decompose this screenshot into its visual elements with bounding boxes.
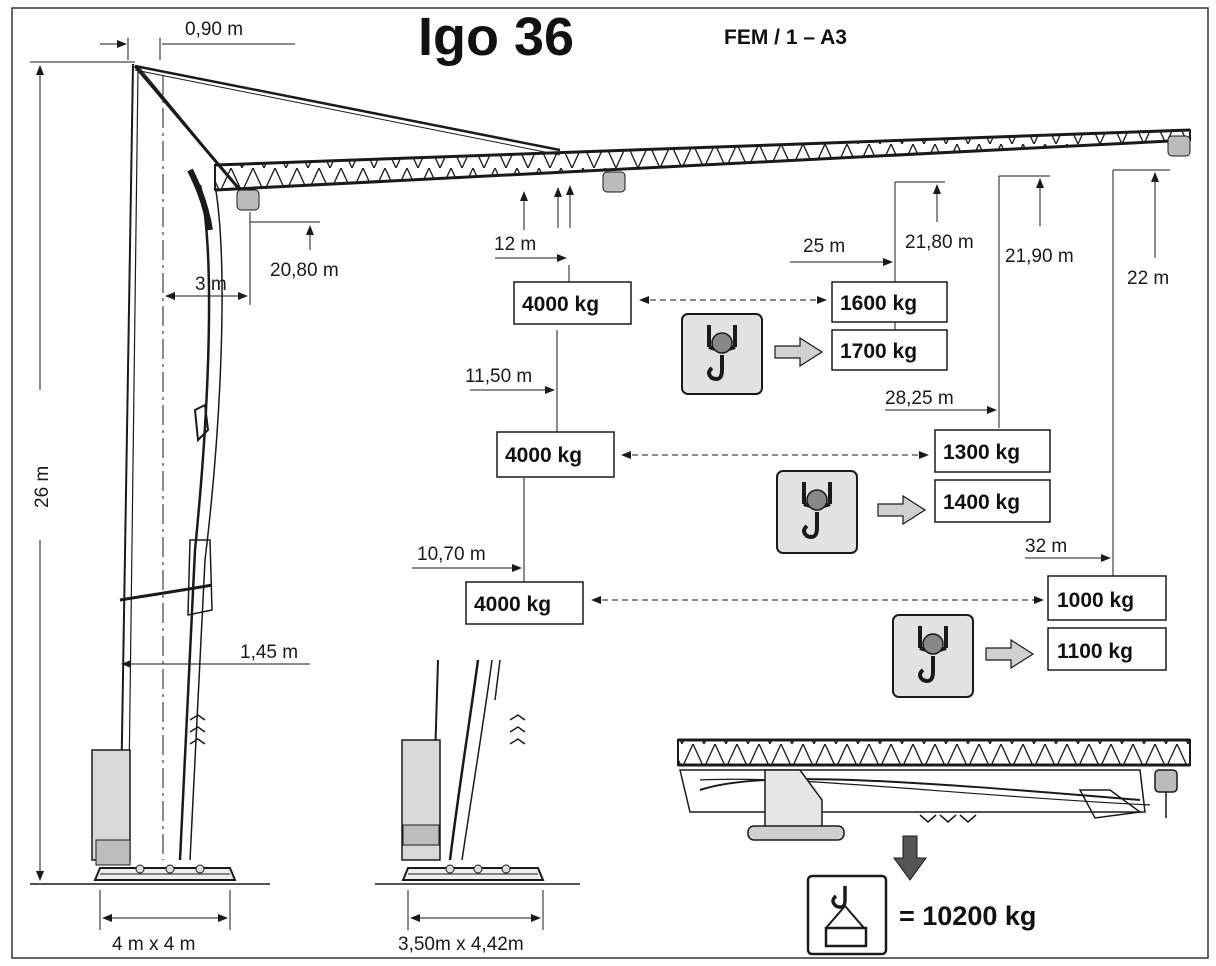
title: Igo 36 bbox=[418, 7, 574, 67]
tip-height-2: 21,90 m bbox=[1005, 246, 1074, 267]
tip-load-2: 1300 kg bbox=[943, 441, 1020, 464]
main-crane bbox=[91, 63, 1191, 881]
min-radius-label: 3 m bbox=[195, 274, 227, 295]
tip-load-3: 1000 kg bbox=[1057, 589, 1134, 612]
hook-icon bbox=[776, 470, 858, 554]
dim-tower-offset bbox=[100, 38, 295, 60]
dim-base-small bbox=[407, 890, 544, 930]
hook-icon bbox=[892, 614, 974, 698]
load-box-near-3 bbox=[465, 581, 584, 625]
down-arrow-icon bbox=[893, 835, 927, 881]
mast-offset-label: 1,45 m bbox=[240, 642, 298, 663]
dim-height bbox=[30, 61, 135, 881]
dim-base-large bbox=[99, 890, 231, 930]
load-box-tip-2 bbox=[934, 429, 1051, 473]
base-small-label: 3,50m x 4,42m bbox=[398, 934, 524, 955]
tip-load-special-1: 1700 kg bbox=[840, 340, 917, 363]
dim-min-radius bbox=[165, 212, 251, 305]
frame bbox=[11, 7, 1209, 959]
base-large-label: 4 m x 4 m bbox=[112, 934, 195, 955]
total-weight-icon bbox=[806, 874, 888, 956]
alt-base-crane bbox=[401, 659, 545, 881]
load-box-tip-1 bbox=[831, 281, 948, 323]
tip-load-special-3: 1100 kg bbox=[1057, 640, 1133, 663]
standard-label: FEM / 1 – A3 bbox=[724, 26, 847, 49]
tip-height-3: 22 m bbox=[1127, 268, 1169, 289]
tip-radius-1: 25 m bbox=[803, 236, 845, 257]
load-near-2: 4000 kg bbox=[505, 444, 582, 467]
load-box-near-2 bbox=[496, 431, 615, 478]
tip-load-1: 1600 kg bbox=[840, 292, 917, 315]
radius-2: 11,50 m bbox=[465, 366, 532, 387]
load-near-3: 4000 kg bbox=[474, 593, 551, 616]
arrow-icon bbox=[985, 638, 1035, 670]
tip-height-1: 21,80 m bbox=[905, 232, 974, 253]
tip-radius-2: 28,25 m bbox=[885, 388, 954, 409]
load-near-1: 4000 kg bbox=[522, 293, 599, 316]
load-chart-lines bbox=[412, 169, 1170, 604]
load-box-tip-special-3 bbox=[1047, 627, 1167, 671]
height-label: 26 m bbox=[32, 466, 53, 508]
tip-load-special-2: 1400 kg bbox=[943, 491, 1020, 514]
tip-radius-3: 32 m bbox=[1025, 536, 1067, 557]
radius-3: 10,70 m bbox=[417, 544, 486, 565]
arrow-icon bbox=[774, 336, 824, 368]
load-box-near-1 bbox=[513, 281, 632, 325]
load-box-tip-special-2 bbox=[934, 479, 1051, 523]
load-box-tip-3 bbox=[1047, 575, 1167, 621]
load-box-tip-special-1 bbox=[831, 329, 948, 371]
min-hook-height-label: 20,80 m bbox=[270, 260, 339, 281]
hook-icon bbox=[681, 313, 763, 395]
total-weight: = 10200 kg bbox=[899, 901, 1036, 931]
radius-1: 12 m bbox=[494, 234, 536, 255]
dim-min-hook-height bbox=[250, 221, 320, 250]
tower-offset-label: 0,90 m bbox=[185, 19, 243, 40]
arrow-icon bbox=[877, 494, 927, 526]
folded-crane bbox=[677, 738, 1191, 841]
